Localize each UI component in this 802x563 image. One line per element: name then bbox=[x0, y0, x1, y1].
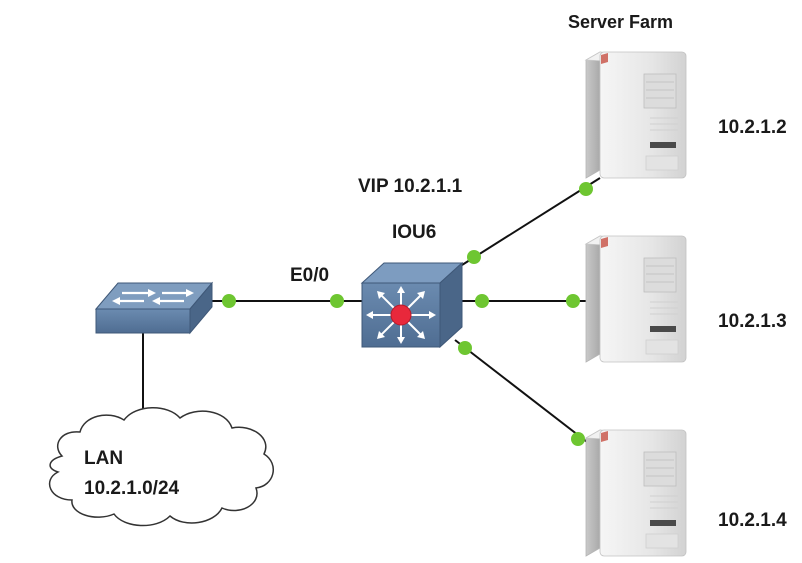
link-dot-server3 bbox=[571, 432, 585, 446]
server-1-icon bbox=[585, 51, 687, 179]
server2-ip-label: 10.2.1.3 bbox=[718, 311, 787, 332]
link-router-to-server1 bbox=[461, 177, 601, 266]
link-dot-router-to-server2 bbox=[475, 294, 489, 308]
link-dot-switch bbox=[222, 294, 236, 308]
server-3-icon bbox=[585, 429, 687, 557]
router-center-dot bbox=[390, 304, 412, 326]
link-dot-server1 bbox=[579, 182, 593, 196]
lan-subnet-label: 10.2.1.0/24 bbox=[84, 478, 180, 499]
vip-label: VIP 10.2.1.1 bbox=[358, 176, 463, 197]
link-dot-router-to-server1 bbox=[467, 250, 481, 264]
server1-ip-label: 10.2.1.2 bbox=[718, 117, 787, 138]
server-2-icon bbox=[585, 235, 687, 363]
lan-cloud-icon bbox=[48, 407, 274, 527]
link-dot-router-to-server3 bbox=[458, 341, 472, 355]
interface-label: E0/0 bbox=[290, 265, 329, 286]
link-dots bbox=[222, 182, 593, 446]
link-dot-server2 bbox=[566, 294, 580, 308]
layer3-switch-icon bbox=[360, 261, 464, 349]
router-name-label: IOU6 bbox=[392, 222, 436, 243]
link-dot-router-e0 bbox=[330, 294, 344, 308]
server3-ip-label: 10.2.1.4 bbox=[718, 510, 787, 531]
server-farm-label: Server Farm bbox=[568, 12, 673, 32]
lan-name-label: LAN bbox=[84, 448, 123, 469]
layer2-switch-icon bbox=[94, 281, 214, 335]
